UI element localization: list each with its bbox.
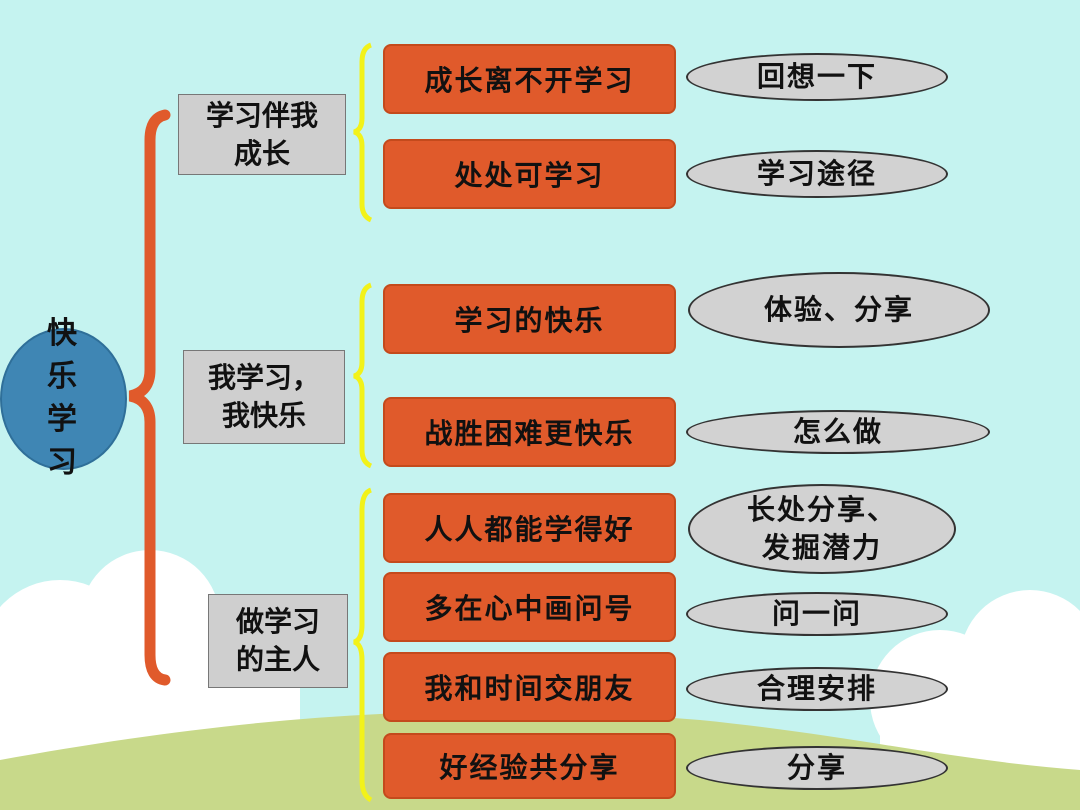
- topic-6: 多在心中画问号: [383, 572, 676, 642]
- note-4: 怎么做: [686, 410, 990, 454]
- note-8: 分享: [686, 746, 948, 790]
- topic-4: 战胜困难更快乐: [383, 397, 676, 467]
- topic-3: 学习的快乐: [383, 284, 676, 354]
- topic-8: 好经验共分享: [383, 733, 676, 799]
- note-5-label: 长处分享、 发掘潜力: [747, 491, 897, 567]
- root-label: 快乐学习: [36, 312, 88, 484]
- note-2: 学习途径: [686, 150, 948, 198]
- topic-2: 处处可学习: [383, 139, 676, 209]
- note-8-label: 分享: [787, 749, 847, 787]
- note-3-label: 体验、分享: [764, 291, 914, 329]
- category-1: 学习伴我 成长: [178, 94, 346, 175]
- topic-1: 成长离不开学习: [383, 44, 676, 114]
- category-3: 做学习 的主人: [208, 594, 348, 688]
- category-2: 我学习， 我快乐: [183, 350, 345, 444]
- note-2-label: 学习途径: [757, 155, 877, 193]
- note-7-label: 合理安排: [757, 670, 877, 708]
- category-3-label: 做学习 的主人: [236, 603, 320, 679]
- note-7: 合理安排: [686, 667, 948, 711]
- note-4-label: 怎么做: [793, 413, 883, 451]
- category-1-label: 学习伴我 成长: [206, 97, 318, 173]
- note-3: 体验、分享: [688, 272, 990, 348]
- note-1-label: 回想一下: [757, 58, 877, 96]
- note-6-label: 问一问: [772, 595, 862, 633]
- topic-5: 人人都能学得好: [383, 493, 676, 563]
- topic-7: 我和时间交朋友: [383, 652, 676, 722]
- note-1: 回想一下: [686, 53, 948, 101]
- note-6: 问一问: [686, 592, 948, 636]
- category-2-label: 我学习， 我快乐: [208, 359, 320, 435]
- note-5: 长处分享、 发掘潜力: [688, 484, 956, 574]
